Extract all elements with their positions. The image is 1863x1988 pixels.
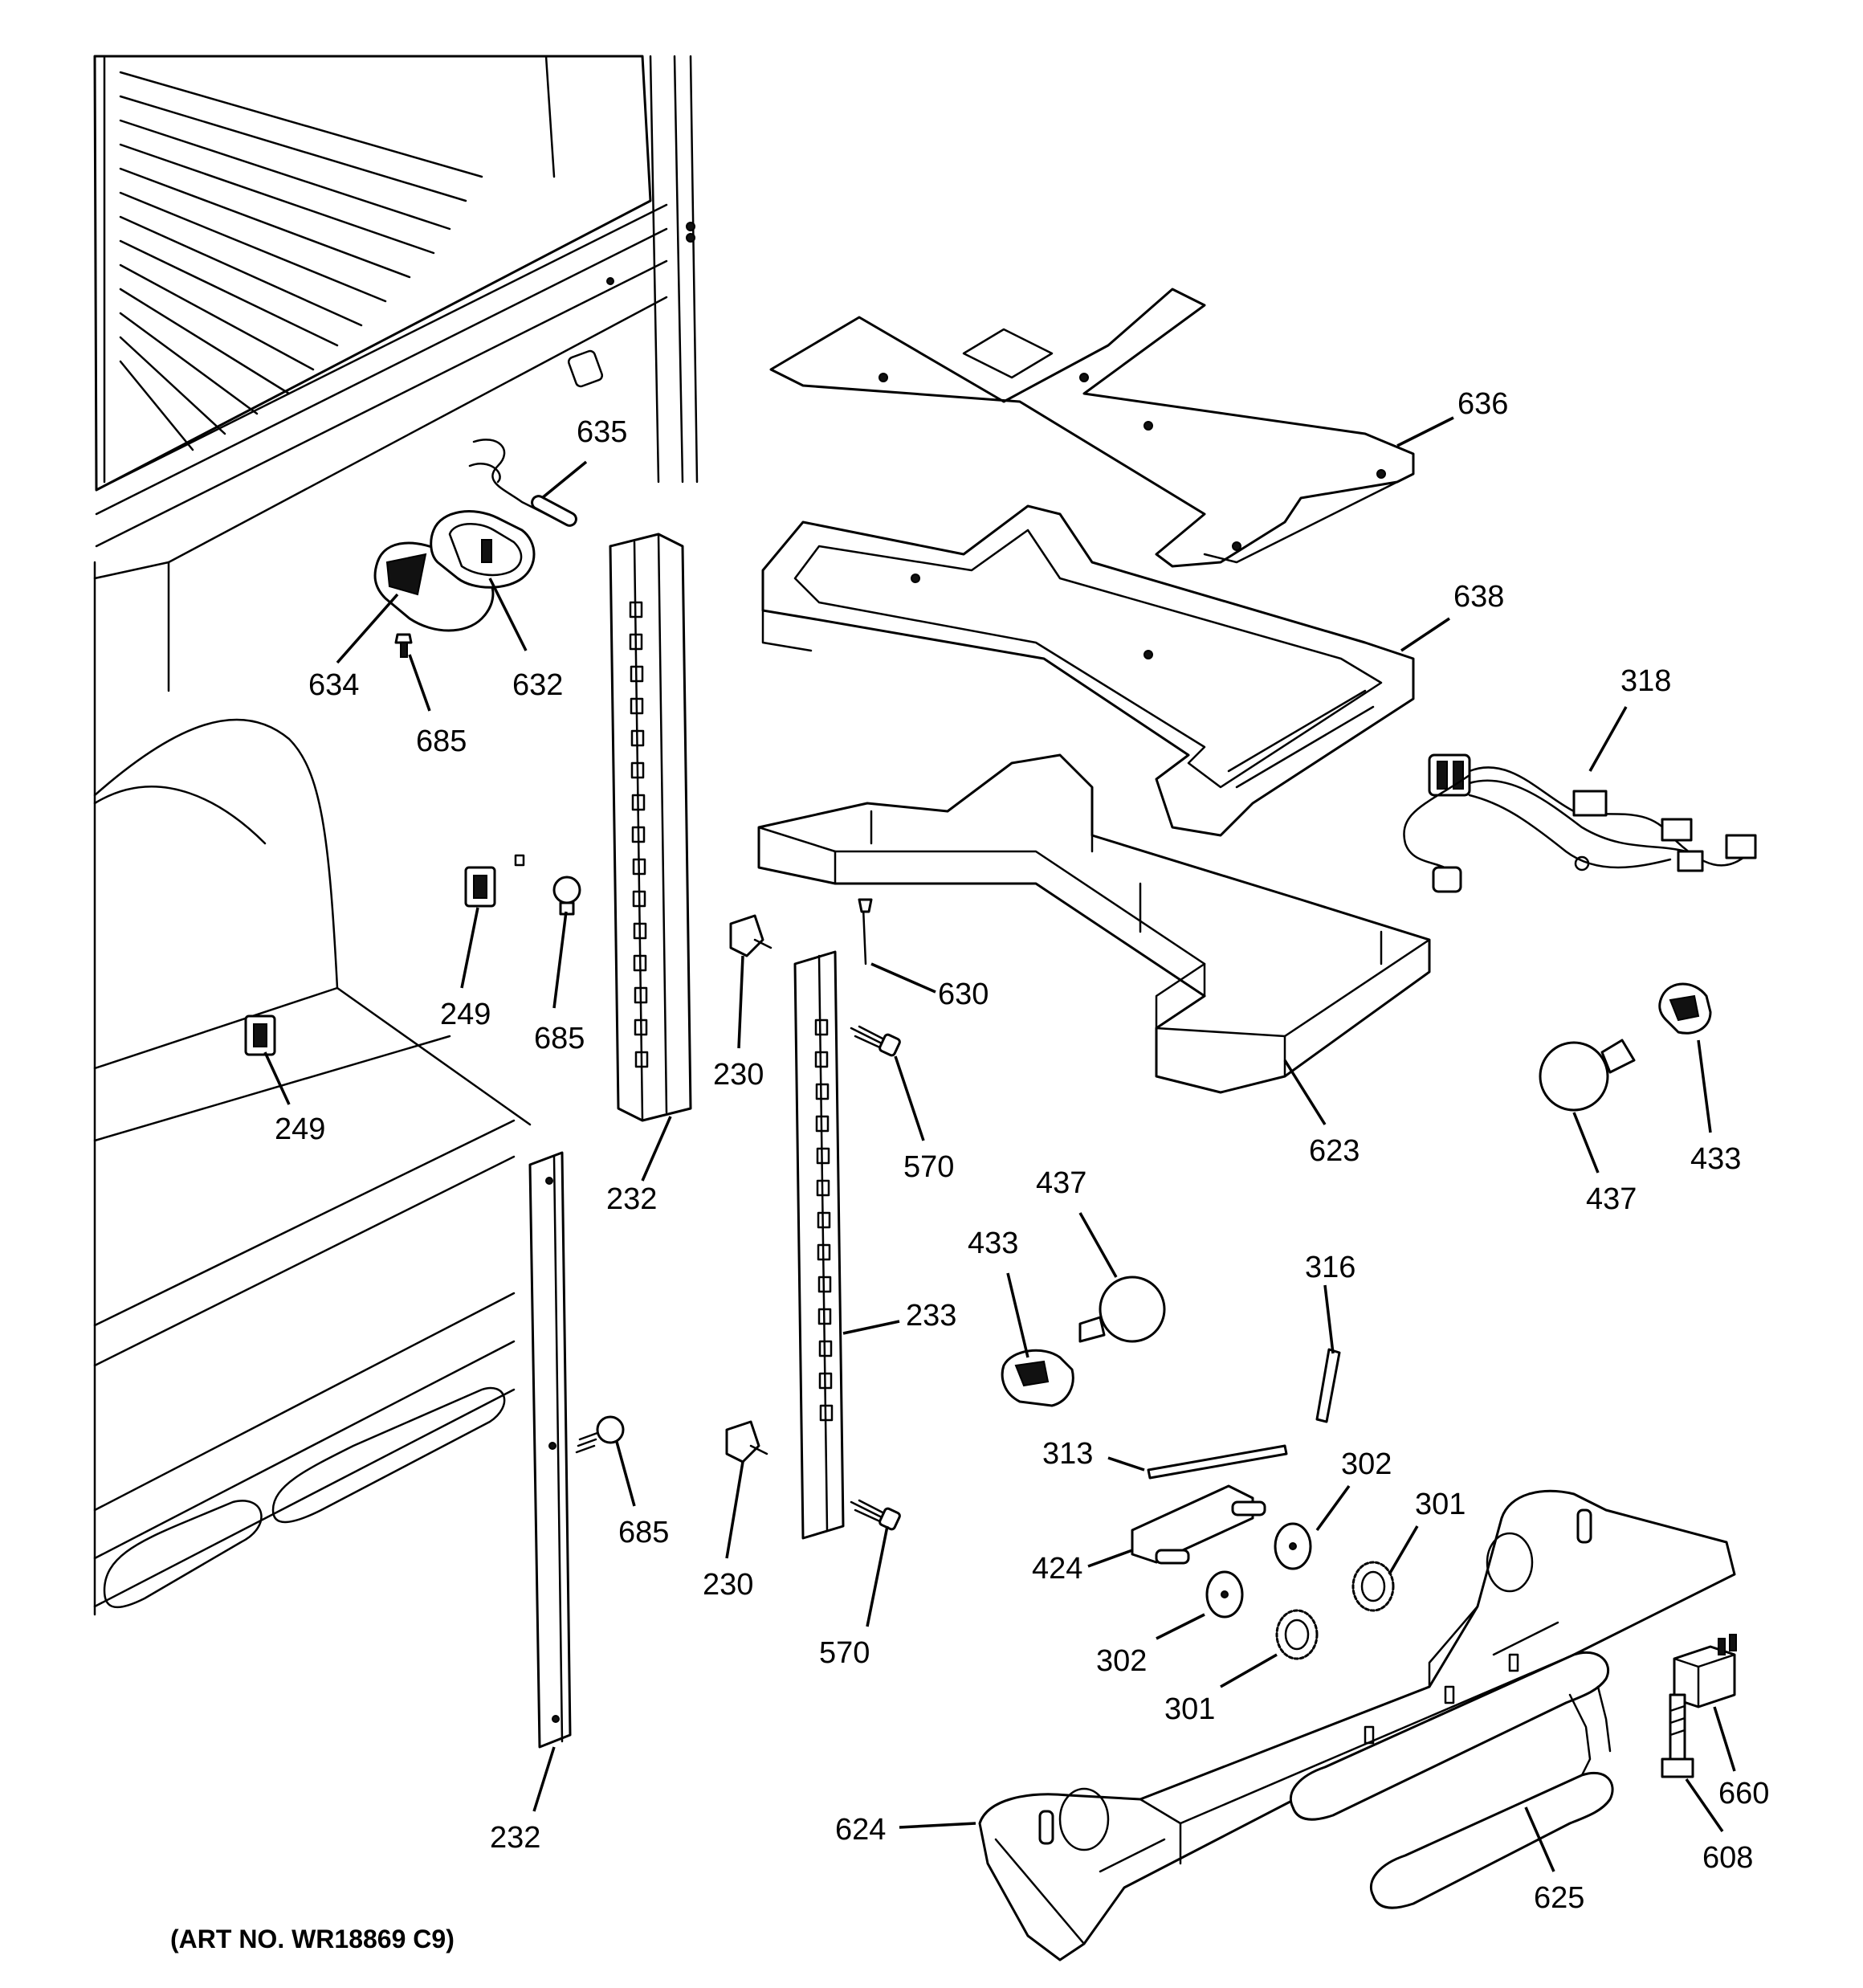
part-636-cover-plate [769, 288, 1415, 568]
callout-635: 635 [577, 415, 627, 449]
callout-313: 313 [1042, 1437, 1093, 1471]
part-424-switch [1131, 1484, 1266, 1565]
part-635-wire [468, 439, 577, 527]
callout-636: 636 [1457, 387, 1508, 421]
part-685-screw-lower [575, 1415, 625, 1454]
callout-249-b: 249 [275, 1112, 325, 1146]
callout-230-a: 230 [713, 1058, 764, 1092]
rail-slots-upper [629, 601, 649, 1068]
part-316-rod [1315, 1348, 1341, 1423]
part-230-clip-lower [725, 1420, 768, 1463]
part-249-clip-upper [464, 854, 525, 908]
callout-424: 424 [1032, 1552, 1082, 1586]
part-570-screw-lower [850, 1499, 901, 1531]
refrigerator-cabinet [93, 55, 699, 1616]
callout-301-a: 301 [1415, 1488, 1466, 1521]
callout-437-a: 437 [1036, 1166, 1086, 1200]
leader-lines [263, 416, 1736, 1872]
callout-638: 638 [1453, 580, 1504, 614]
part-301-gear-upper [1351, 1561, 1395, 1612]
callout-660: 660 [1718, 1777, 1769, 1810]
part-301-gear-lower [1275, 1609, 1319, 1660]
callout-302-a: 302 [1341, 1447, 1392, 1481]
part-570-screw-upper [850, 1025, 901, 1057]
part-433-socket-right [1658, 982, 1712, 1035]
part-630-screw [858, 898, 873, 965]
callout-685-b: 685 [534, 1022, 585, 1055]
callout-433-b: 433 [968, 1227, 1018, 1260]
callout-433-a: 433 [1690, 1142, 1741, 1176]
callout-316: 316 [1305, 1251, 1355, 1284]
part-437-bulb-center [1078, 1276, 1166, 1343]
part-638-gasket-frame [761, 504, 1415, 837]
part-302-washer-lower [1205, 1570, 1244, 1619]
callout-249-a: 249 [440, 998, 491, 1031]
callout-318: 318 [1620, 664, 1671, 698]
callout-608: 608 [1702, 1841, 1753, 1875]
callout-630: 630 [938, 978, 989, 1011]
callout-232-b: 232 [490, 1821, 540, 1855]
part-433-socket-center [1001, 1349, 1074, 1407]
part-685-screw-upper [552, 876, 581, 916]
callout-232-a: 232 [606, 1182, 657, 1216]
part-318-wiring-harness [1403, 753, 1757, 893]
part-632-lamp-socket [430, 510, 536, 589]
callout-625: 625 [1534, 1881, 1584, 1915]
callout-632: 632 [512, 668, 563, 702]
callout-685-c: 685 [618, 1516, 669, 1549]
callout-570-b: 570 [819, 1636, 870, 1670]
callout-624: 624 [835, 1813, 886, 1847]
callout-570-a: 570 [903, 1150, 954, 1184]
callout-437-b: 437 [1586, 1182, 1637, 1216]
callout-233: 233 [906, 1299, 956, 1333]
part-313-rod [1147, 1444, 1288, 1480]
part-608-bolt [1661, 1693, 1694, 1778]
part-625-lens-strip [1289, 1651, 1614, 1909]
part-233-rail [793, 950, 845, 1540]
part-232-rail-lower [528, 1151, 572, 1749]
art-number: (ART NO. WR18869 C9) [170, 1925, 455, 1953]
callout-301-b: 301 [1164, 1692, 1215, 1726]
callout-302-b: 302 [1096, 1644, 1147, 1678]
part-685-screw-small [394, 633, 413, 658]
part-230-clip-upper [729, 914, 773, 957]
callout-labels: 636 635 638 318 634 632 685 249 685 630 … [275, 387, 1769, 1915]
shelf-ribs [119, 71, 483, 451]
callout-634: 634 [308, 668, 359, 702]
part-624-light-shield [978, 1489, 1736, 1961]
part-302-washer-upper [1274, 1522, 1312, 1570]
part-249-clip-lower [244, 1014, 276, 1056]
part-232-rail-upper [609, 533, 692, 1122]
callout-230-b: 230 [703, 1568, 753, 1602]
callout-685-a: 685 [416, 725, 467, 758]
part-623-light-housing [757, 753, 1431, 1094]
rail-slots-233 [814, 1018, 834, 1422]
part-437-bulb-right [1539, 1039, 1636, 1112]
callout-623: 623 [1309, 1134, 1360, 1168]
